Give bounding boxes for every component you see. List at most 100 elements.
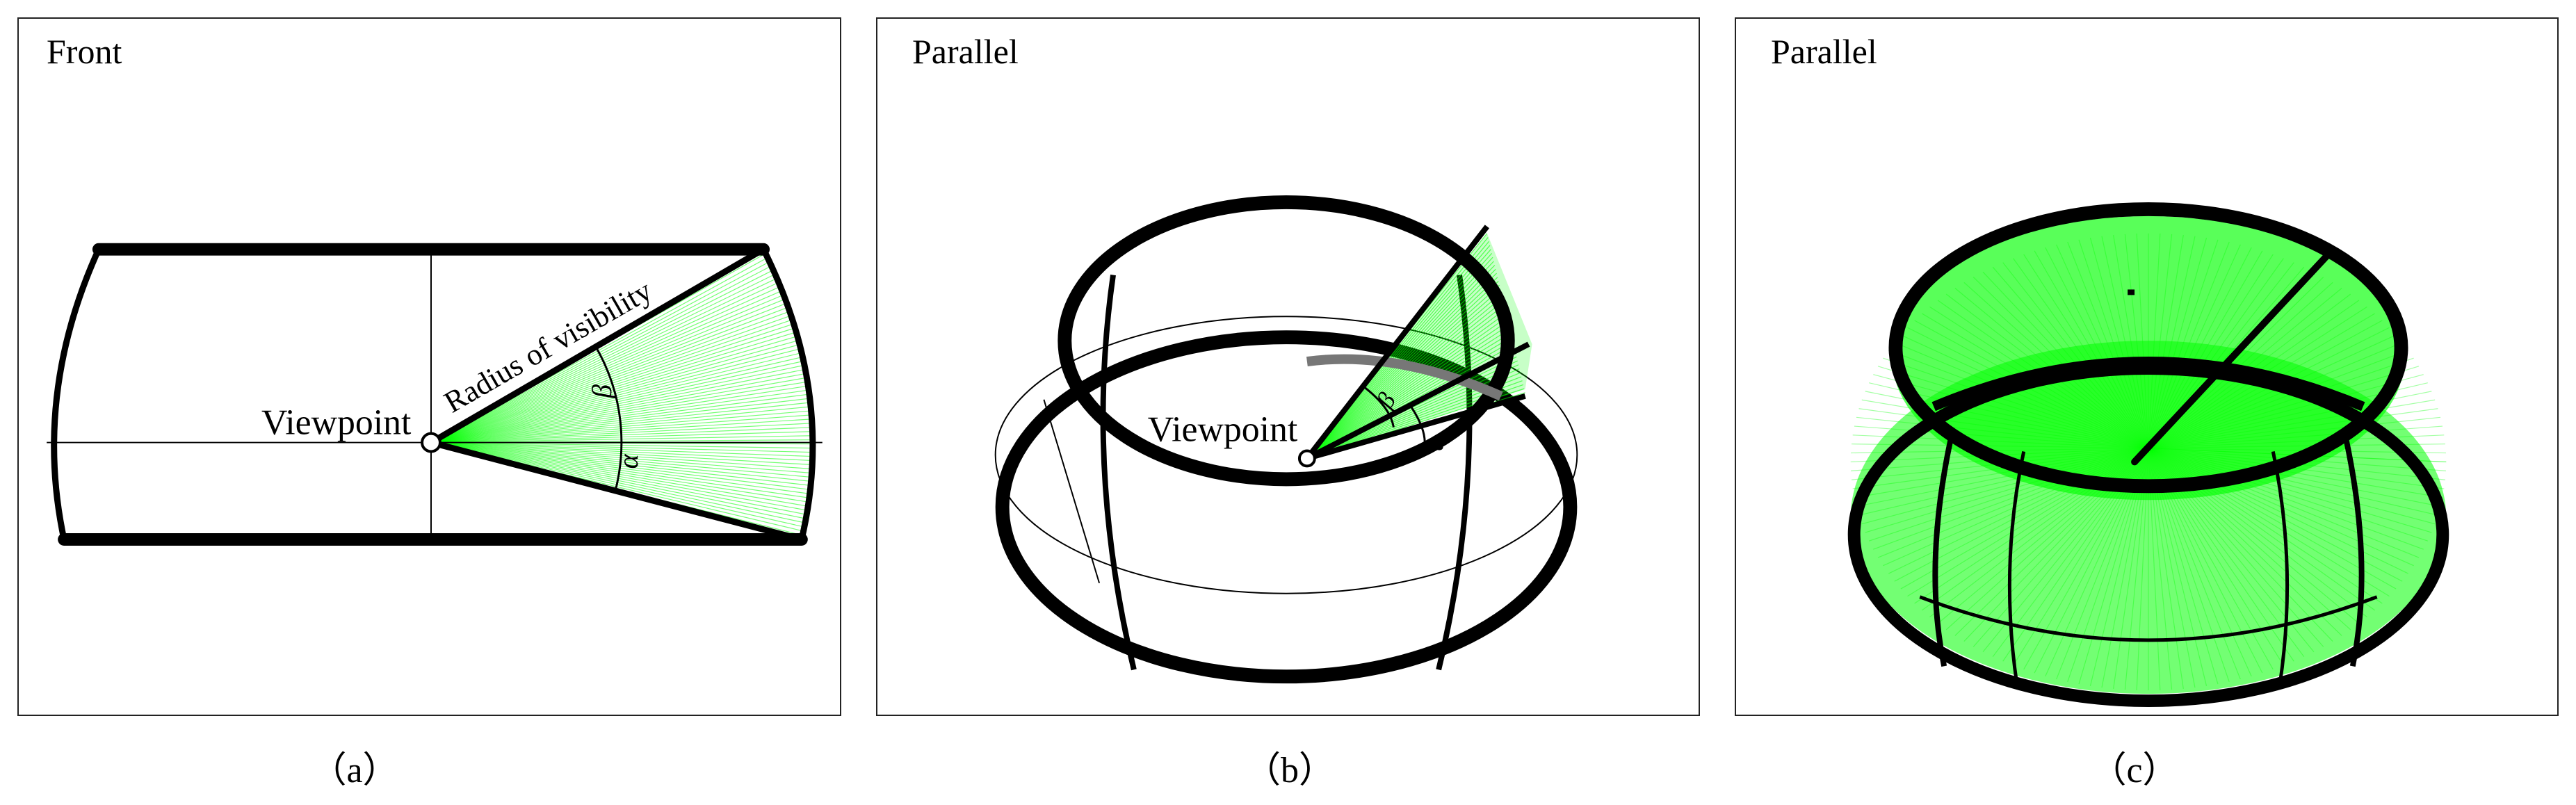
visibility-ray [2148, 334, 2397, 449]
visibility-ray [2148, 448, 2360, 624]
alpha-label: α [613, 453, 644, 469]
visibility-ray [1929, 448, 2149, 618]
visibility-ray [1306, 253, 1493, 459]
visibility-ray [2148, 416, 2441, 449]
visibility-ray [2148, 357, 2414, 449]
visibility-ray [2148, 234, 2184, 448]
visibility-ray [2148, 447, 2408, 574]
beta-label: β [586, 384, 617, 399]
visibility-ray [1861, 447, 2149, 525]
visibility-ray [2148, 447, 2420, 558]
visibility-ray [2148, 374, 2424, 449]
visibility-ray [2148, 254, 2274, 448]
visibility-ray [1858, 408, 2149, 449]
visibility-ray [1306, 300, 1504, 459]
visibility-ray [1306, 316, 1507, 459]
left-arc [51, 247, 102, 540]
caption-b: （b） [1244, 751, 1335, 790]
grey-arc [1306, 354, 1503, 401]
lower-radius-line [1306, 393, 1526, 462]
side-arc-left [1100, 274, 1137, 671]
visibility-ray [2034, 250, 2149, 448]
alpha-arc [1410, 405, 1426, 443]
visibility-ray [1992, 266, 2149, 448]
visibility-ray [2148, 234, 2173, 448]
visibility-ray [2148, 399, 2436, 449]
thin-side-left [1043, 399, 1101, 584]
visibility-ray [2124, 234, 2149, 448]
visibility-ray [1900, 334, 2149, 449]
visibility-ray [2148, 447, 2438, 516]
visibility-ray [1873, 447, 2149, 550]
visibility-ray [2148, 447, 2445, 489]
alpha-arc [614, 442, 623, 491]
visibility-ray [2148, 236, 2196, 448]
visibility-ray [1306, 304, 1505, 459]
visibility-ray [2148, 448, 2397, 589]
visibility-ray [2148, 250, 2263, 448]
front-view-diagram: β α Viewpoint Radius of visibility [47, 243, 823, 546]
view-title: Front [47, 32, 122, 71]
visibility-ray [1888, 447, 2149, 574]
visibility-ray [2148, 447, 2424, 550]
visibility-ray [1306, 296, 1503, 459]
parallel-view-full-diagram [1847, 202, 2449, 708]
visibility-ray [2148, 448, 2376, 611]
visibility-ray [2148, 241, 2230, 448]
inner-ring-arc [1931, 357, 2365, 412]
visibility-ray [2056, 244, 2149, 448]
visibility-ray [1306, 324, 1509, 459]
visibility-ray [2148, 425, 2443, 449]
visibility-ray [1854, 447, 2149, 498]
visibility-ray [1982, 271, 2149, 448]
side-arc-inner-right [2271, 450, 2290, 684]
visibility-ray [1972, 277, 2149, 448]
visibility-ray [2136, 233, 2149, 448]
visibility-ray [2148, 237, 2208, 448]
view-title: Parallel [1771, 32, 1877, 71]
view-title: Parallel [912, 32, 1019, 71]
visibility-ray [1914, 448, 2149, 604]
visibility-ray [1854, 425, 2149, 449]
viewpoint-marker [1297, 449, 1316, 468]
visibility-ray [2045, 247, 2149, 448]
bottom-ring [995, 330, 1578, 684]
visibility-ray [1306, 309, 1506, 459]
visibility-ray [1868, 447, 2149, 542]
visibility-ray [2101, 236, 2149, 448]
bottom-ring [1847, 362, 2449, 708]
top-ring [1058, 195, 1515, 487]
upper-radius-line [429, 246, 765, 446]
middle-ellipse [994, 316, 1578, 594]
visibility-ray [2148, 448, 2367, 618]
visibility-ray [1306, 257, 1493, 459]
visibility-ray [2148, 239, 2219, 448]
visibility-ray [2148, 366, 2420, 449]
caption-c: （c） [2090, 751, 2179, 790]
visibility-ray [1861, 399, 2149, 449]
visibility-ray [1306, 328, 1511, 459]
visibility-ray [2148, 448, 2390, 597]
visibility-ray [2067, 241, 2149, 448]
upper-radius-line [1304, 225, 1490, 460]
beta-arc [1361, 384, 1395, 428]
top-ring [1888, 202, 2408, 494]
visibility-ray [2148, 258, 2284, 448]
visibility-ray [1877, 447, 2149, 558]
visibility-ray [1306, 284, 1500, 459]
visibility-ray [2013, 258, 2149, 448]
visibility-ray [2148, 233, 2161, 448]
visibility-ray [1306, 293, 1502, 459]
visibility-ray [2113, 234, 2149, 448]
viewpoint-label: Viewpoint [261, 403, 412, 443]
visibility-ray [1856, 447, 2149, 507]
caption-a: （a） [310, 751, 399, 790]
visibility-ray [2002, 262, 2149, 448]
visibility-ray [1858, 447, 2149, 516]
visibility-ray [1306, 288, 1501, 459]
visibility-ray [1873, 374, 2149, 449]
visibility-ray [2148, 447, 2436, 525]
visibility-ray [2148, 342, 2403, 449]
visibility-ray [1937, 448, 2149, 624]
panel-parallel-view-b: Parallel β α Viewpoint [876, 17, 1700, 716]
